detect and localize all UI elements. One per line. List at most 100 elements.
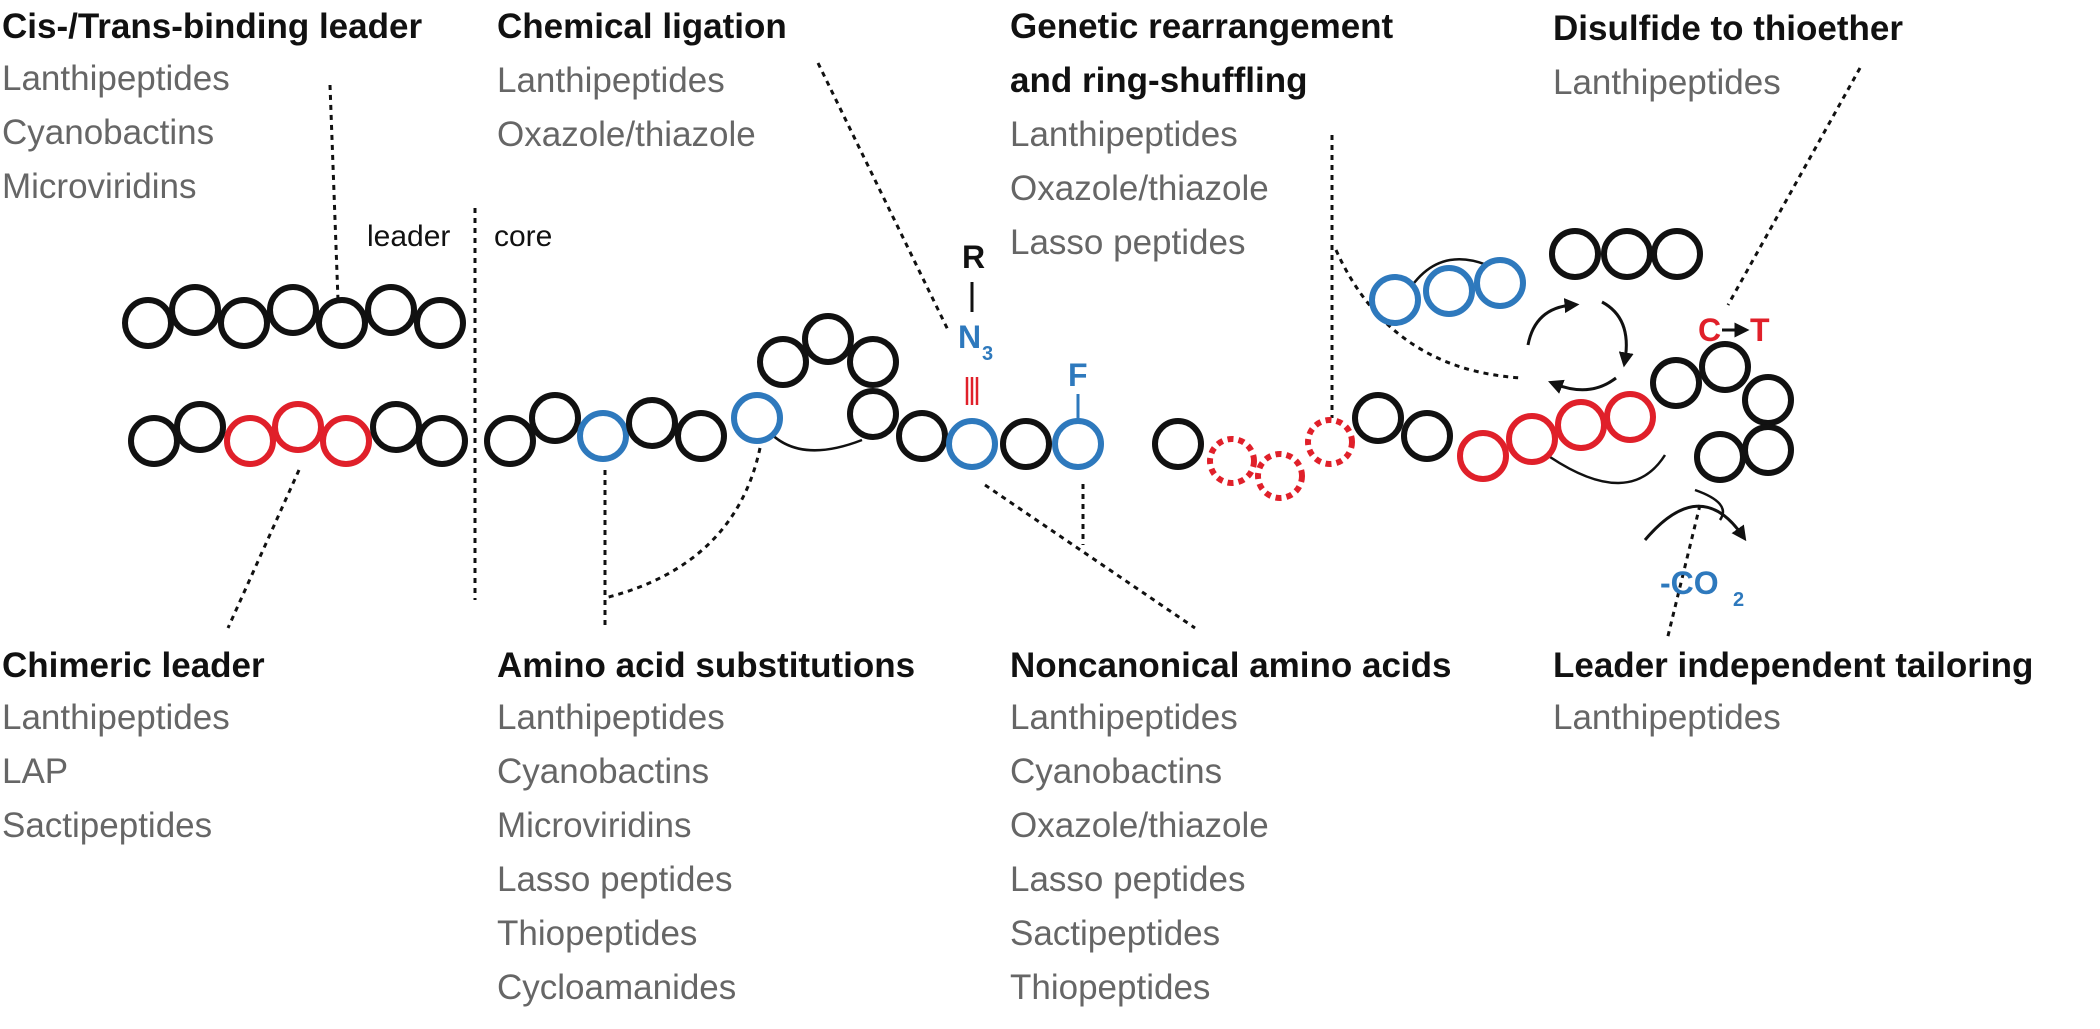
core-label: core bbox=[494, 220, 552, 253]
leader-label: leader bbox=[367, 220, 450, 253]
annotation-title: Cis-/Trans-binding leader bbox=[2, 7, 422, 46]
connector-ring-shuffling bbox=[1334, 249, 1523, 380]
residue-chimeric bbox=[224, 415, 276, 467]
nitrogen-label: N bbox=[958, 319, 981, 355]
cycle-arrow bbox=[1548, 376, 1617, 394]
cysteine-label: C bbox=[1698, 312, 1721, 348]
residue-chimeric bbox=[272, 401, 324, 453]
residue-fluoro bbox=[1052, 418, 1104, 470]
annotation-title: Noncanonical amino acids bbox=[1010, 646, 1452, 685]
annotation-item: Microviridins bbox=[497, 806, 691, 845]
annotation-item: Lanthipeptides bbox=[2, 59, 230, 98]
annotation-title: Amino acid substitutions bbox=[497, 646, 915, 685]
connector-noncanonical-a bbox=[984, 483, 1196, 630]
fluorine-label: F bbox=[1068, 357, 1088, 393]
annotation-title: Leader independent tailoring bbox=[1553, 646, 2033, 685]
annotation-item: Lanthipeptides bbox=[1553, 698, 1781, 737]
residue bbox=[1742, 424, 1794, 476]
residue bbox=[1549, 228, 1601, 280]
annotation-item: LAP bbox=[2, 752, 68, 791]
core-peptide bbox=[484, 313, 1794, 501]
annotation-item: Sactipeptides bbox=[1010, 914, 1220, 953]
annotation-item: Sactipeptides bbox=[2, 806, 212, 845]
connector-cis-trans bbox=[328, 84, 340, 301]
annotation-item: Cyanobactins bbox=[497, 752, 709, 791]
azide-substituent: R N 3 bbox=[958, 239, 993, 405]
residue-shuffled bbox=[1369, 274, 1421, 326]
connector-disulfide bbox=[1726, 67, 1862, 306]
residue-rearranged bbox=[1305, 417, 1355, 467]
annotation-item: Lanthipeptides bbox=[497, 698, 725, 737]
residue bbox=[122, 297, 174, 349]
residue bbox=[757, 336, 809, 388]
connector-chemical-ligation bbox=[816, 62, 950, 331]
annotation-item: Thiopeptides bbox=[1010, 968, 1210, 1007]
annotation-title: Chimeric leader bbox=[2, 646, 265, 685]
residue bbox=[529, 392, 581, 444]
annotation-item: Lanthipeptides bbox=[497, 61, 725, 100]
residue-thioether bbox=[1457, 430, 1509, 482]
residue bbox=[802, 313, 854, 365]
ring-link bbox=[1694, 488, 1725, 521]
co2-label: -CO 2 bbox=[1660, 565, 1744, 611]
leader-peptide-top bbox=[122, 284, 466, 349]
residue bbox=[847, 336, 899, 388]
annotation-title: Genetic rearrangement bbox=[1010, 7, 1394, 46]
residue-thioether bbox=[1555, 399, 1607, 451]
residue-rearranged bbox=[1207, 436, 1257, 486]
residue bbox=[1694, 431, 1746, 483]
residue bbox=[267, 284, 319, 336]
residue bbox=[675, 410, 727, 462]
annotation-chemical-ligation: Chemical ligation Lanthipeptides Oxazole… bbox=[497, 7, 787, 154]
annotation-item: Thiopeptides bbox=[497, 914, 697, 953]
residue bbox=[626, 397, 678, 449]
annotation-title: Disulfide to thioether bbox=[1553, 9, 1903, 48]
annotation-item: Oxazole/thiazole bbox=[1010, 806, 1269, 845]
residue bbox=[847, 388, 899, 440]
residue bbox=[316, 297, 368, 349]
cycle-arrow bbox=[1601, 300, 1634, 368]
connector-chimeric-leader bbox=[226, 469, 301, 629]
residue bbox=[1152, 418, 1204, 470]
annotation-title: and ring-shuffling bbox=[1010, 61, 1307, 100]
residue bbox=[896, 410, 948, 462]
residue bbox=[484, 415, 536, 467]
residue bbox=[128, 415, 180, 467]
residue bbox=[169, 284, 221, 336]
annotation-item: Cyanobactins bbox=[2, 113, 214, 152]
residue bbox=[370, 401, 422, 453]
residue bbox=[1650, 357, 1702, 409]
connector-leader-independent bbox=[1665, 504, 1702, 641]
residue-shuffled bbox=[1474, 257, 1526, 309]
annotation-item: Lasso peptides bbox=[497, 860, 732, 899]
annotation-leader-independent-tailoring: Leader independent tailoring Lanthipepti… bbox=[1553, 646, 2033, 737]
shuffle-cycle-arrows bbox=[1526, 298, 1634, 394]
annotation-item: Oxazole/thiazole bbox=[497, 115, 756, 154]
annotation-item: Lasso peptides bbox=[1010, 223, 1245, 262]
residue bbox=[1699, 341, 1751, 393]
residue bbox=[1601, 228, 1653, 280]
residue bbox=[365, 284, 417, 336]
shuffle-ring-blue bbox=[1369, 257, 1526, 326]
residue-rearranged bbox=[1255, 451, 1305, 501]
residue-shuffled bbox=[1423, 265, 1475, 317]
r-group-label: R bbox=[962, 239, 985, 275]
residue bbox=[1651, 228, 1703, 280]
thioether-label: T bbox=[1750, 312, 1770, 348]
leader-peptide-bottom bbox=[128, 401, 468, 467]
nitrogen-subscript: 3 bbox=[982, 343, 993, 365]
annotation-item: Microviridins bbox=[2, 167, 196, 206]
annotation-amino-acid-substitutions: Amino acid substitutions Lanthipeptides … bbox=[497, 646, 915, 1007]
ring-link bbox=[1549, 454, 1667, 485]
fluoro-substituent: F bbox=[1068, 357, 1088, 420]
annotation-item: Lasso peptides bbox=[1010, 860, 1245, 899]
annotation-item: Cyanobactins bbox=[1010, 752, 1222, 791]
residue bbox=[174, 401, 226, 453]
residue bbox=[1000, 418, 1052, 470]
annotation-item: Lanthipeptides bbox=[1553, 63, 1781, 102]
residue bbox=[1401, 410, 1453, 462]
residue-thioether bbox=[1506, 413, 1558, 465]
annotation-genetic-rearrangement: Genetic rearrangement and ring-shuffling… bbox=[1010, 7, 1394, 262]
residue bbox=[416, 415, 468, 467]
